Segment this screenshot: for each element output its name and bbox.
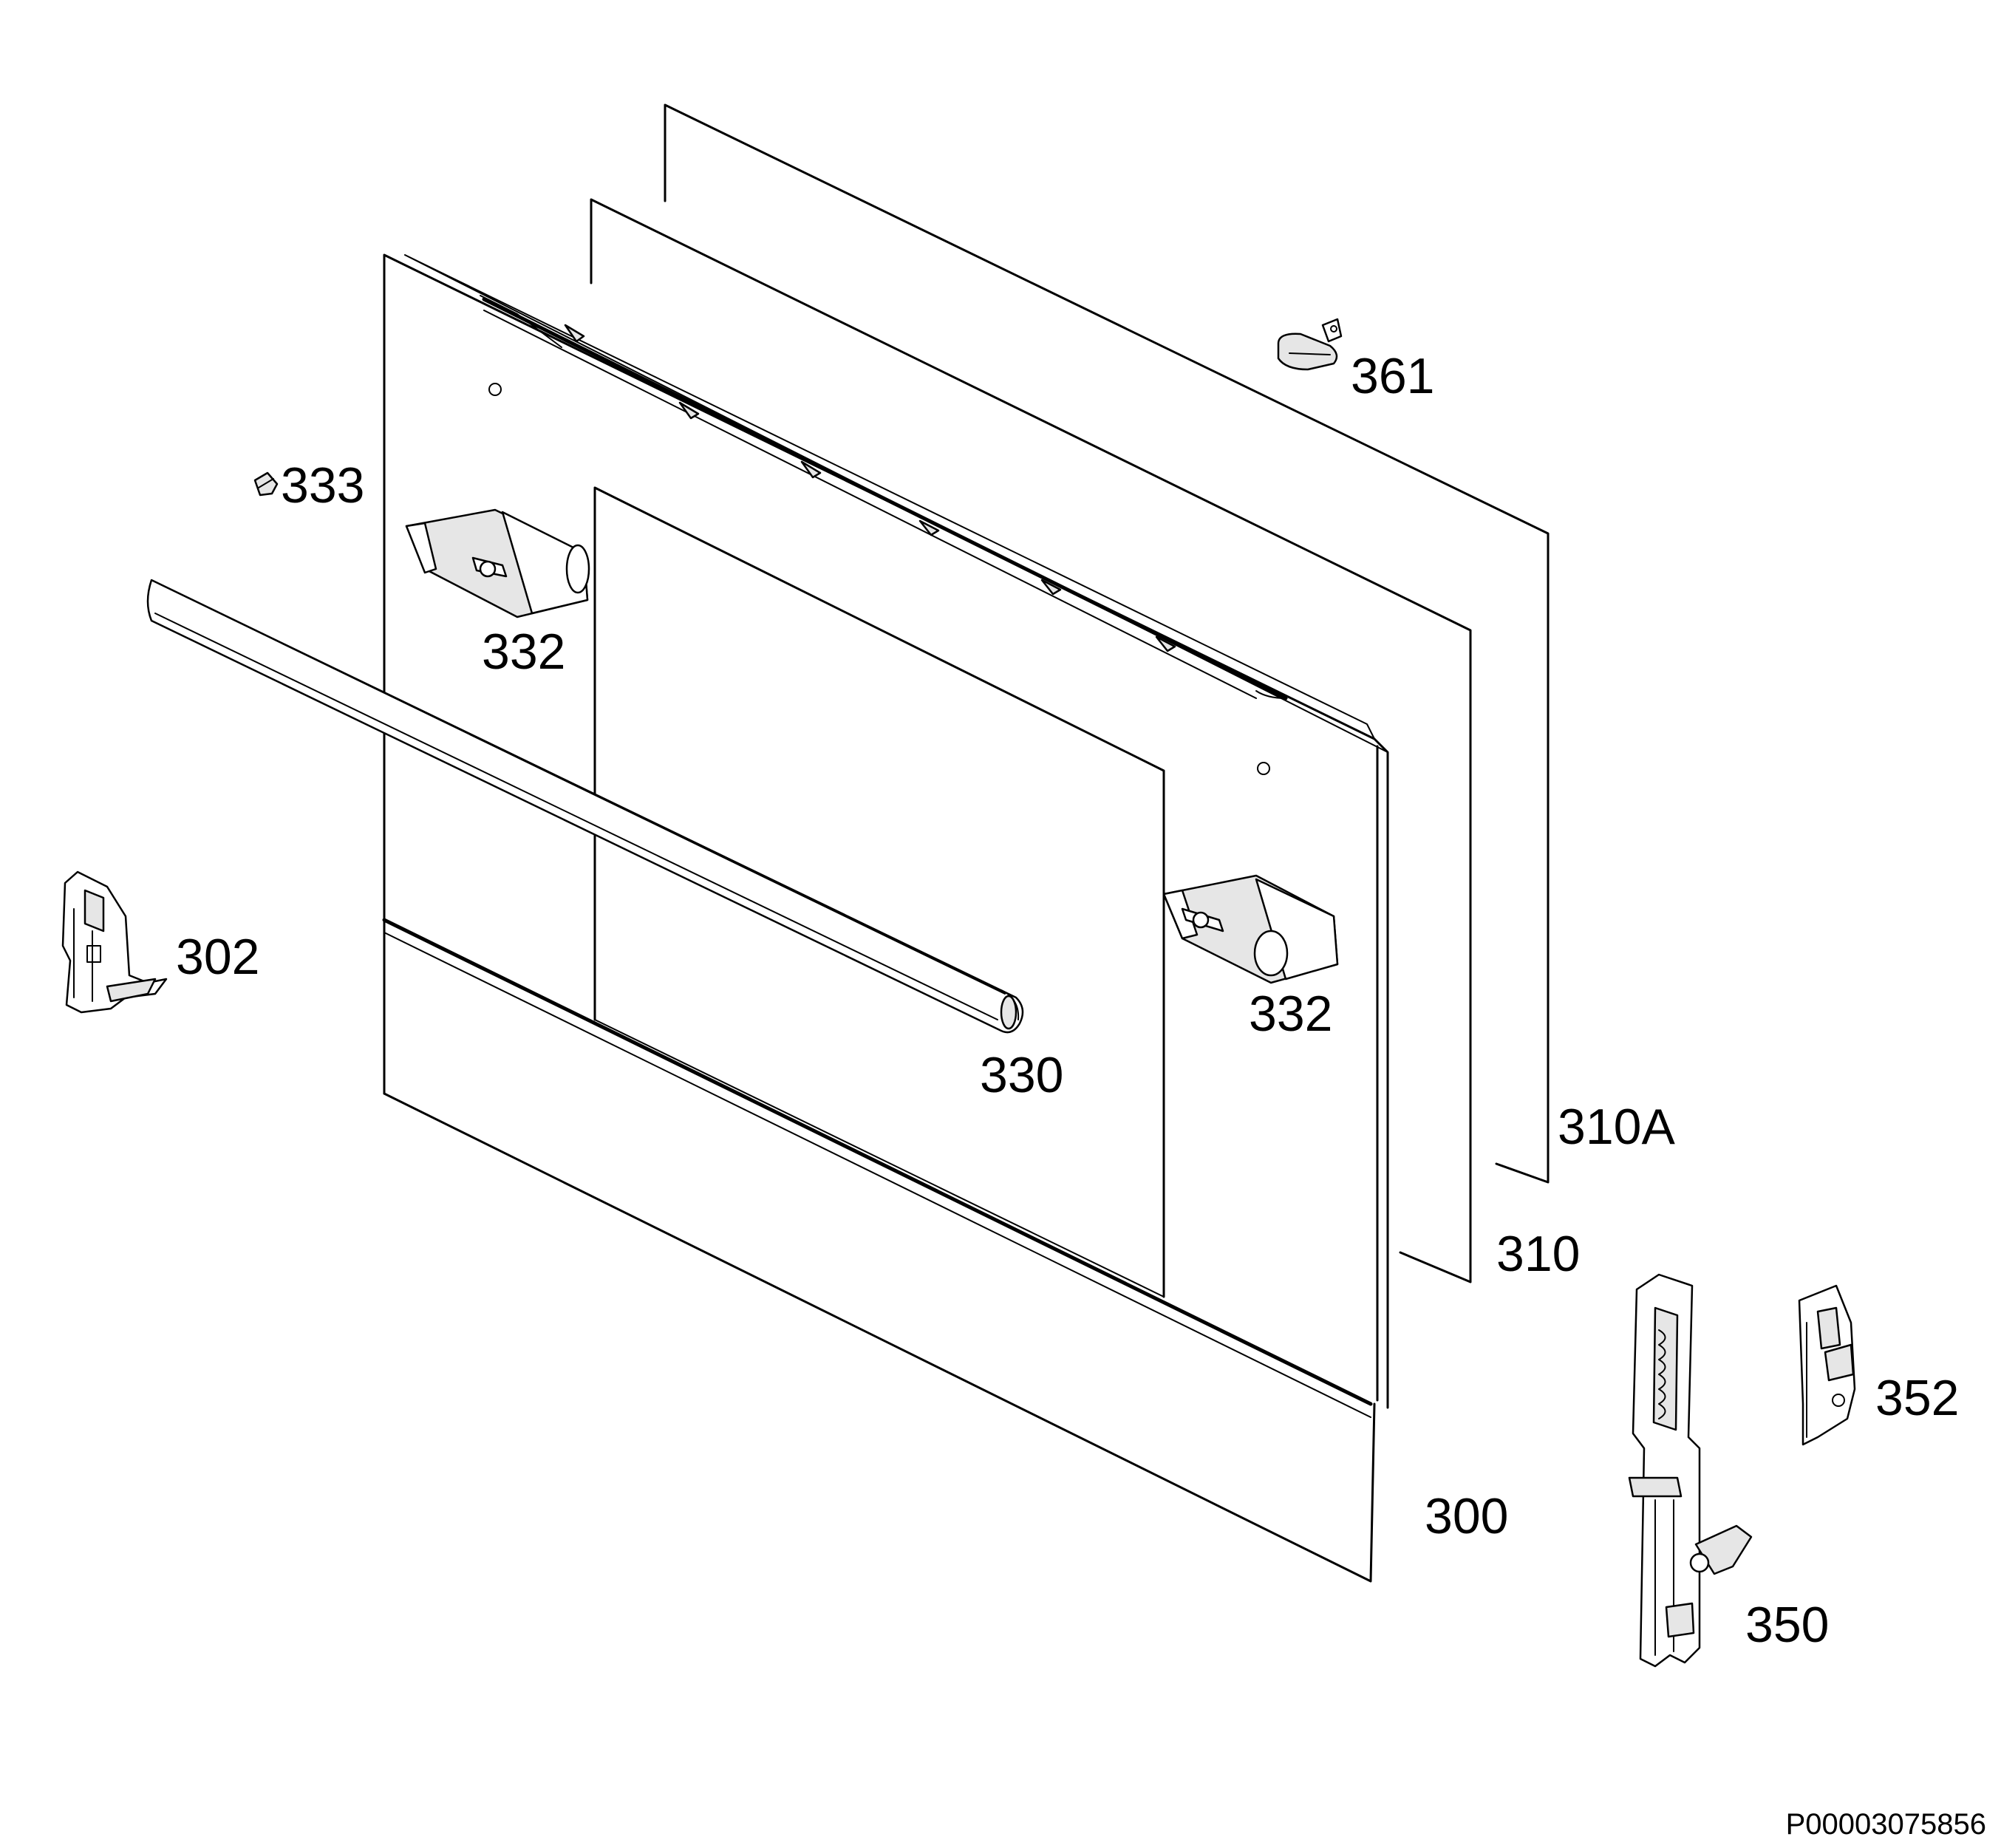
middle-glass-panel-310 xyxy=(590,198,1472,1283)
label-361: 361 xyxy=(1351,348,1434,404)
label-330: 330 xyxy=(980,1047,1063,1103)
hinge-350 xyxy=(1628,1273,1753,1668)
handle-bracket-332-left xyxy=(405,508,590,618)
front-door-panel-300 xyxy=(382,253,1389,1583)
label-300: 300 xyxy=(1425,1488,1508,1544)
handle-bracket-332-right xyxy=(1162,874,1339,984)
drawing-code: P00003075856 xyxy=(1786,1808,1986,1841)
label-310: 310 xyxy=(1496,1226,1580,1282)
clip-361 xyxy=(1277,318,1343,371)
screw-333 xyxy=(253,471,279,497)
label-333: 333 xyxy=(281,457,364,514)
label-350: 350 xyxy=(1745,1597,1829,1653)
label-332-left: 332 xyxy=(482,624,565,680)
hinge-receiver-302 xyxy=(61,870,168,1014)
label-310a: 310A xyxy=(1558,1099,1675,1155)
label-352: 352 xyxy=(1875,1370,1959,1426)
rear-glass-panel-310a xyxy=(664,103,1550,1184)
leader-310a xyxy=(1496,1163,1549,1183)
door-handle-330 xyxy=(146,579,1024,1034)
label-302: 302 xyxy=(176,929,259,985)
label-332-right: 332 xyxy=(1249,986,1332,1042)
hinge-catch-352 xyxy=(1798,1284,1856,1446)
